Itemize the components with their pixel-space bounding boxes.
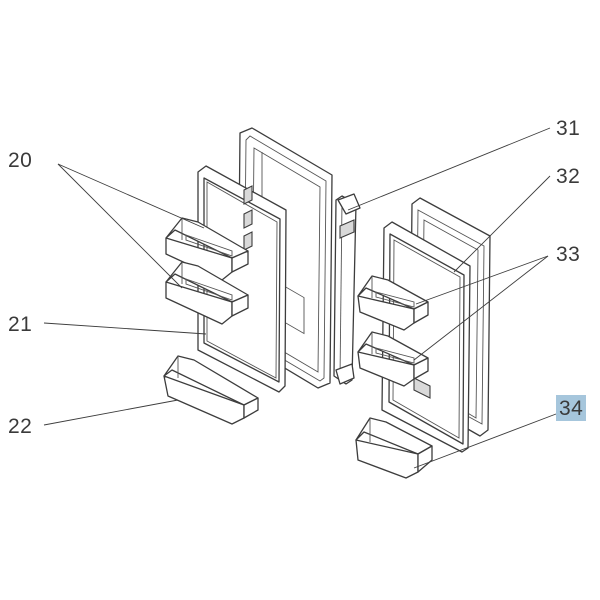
hinge-bracket xyxy=(333,193,361,385)
callout-22: 22 xyxy=(8,415,33,438)
left-door-gasket xyxy=(197,165,287,393)
callout-31: 31 xyxy=(556,117,581,140)
leader-lines xyxy=(43,127,557,469)
left-door-bin-upper xyxy=(165,217,249,281)
left-door-bin-lower xyxy=(165,261,249,325)
right-door-bin-bottom xyxy=(355,417,433,479)
callout-34-highlighted[interactable]: 34 xyxy=(556,395,587,421)
callout-32: 32 xyxy=(556,165,581,188)
right-door-gasket xyxy=(381,221,471,453)
right-door-bin-lower xyxy=(357,331,429,387)
callout-21: 21 xyxy=(8,313,33,336)
right-door-bin-upper xyxy=(357,275,429,331)
callout-20: 20 xyxy=(8,149,33,172)
left-door-bin-bottom xyxy=(163,355,259,425)
callout-33: 33 xyxy=(556,243,581,266)
